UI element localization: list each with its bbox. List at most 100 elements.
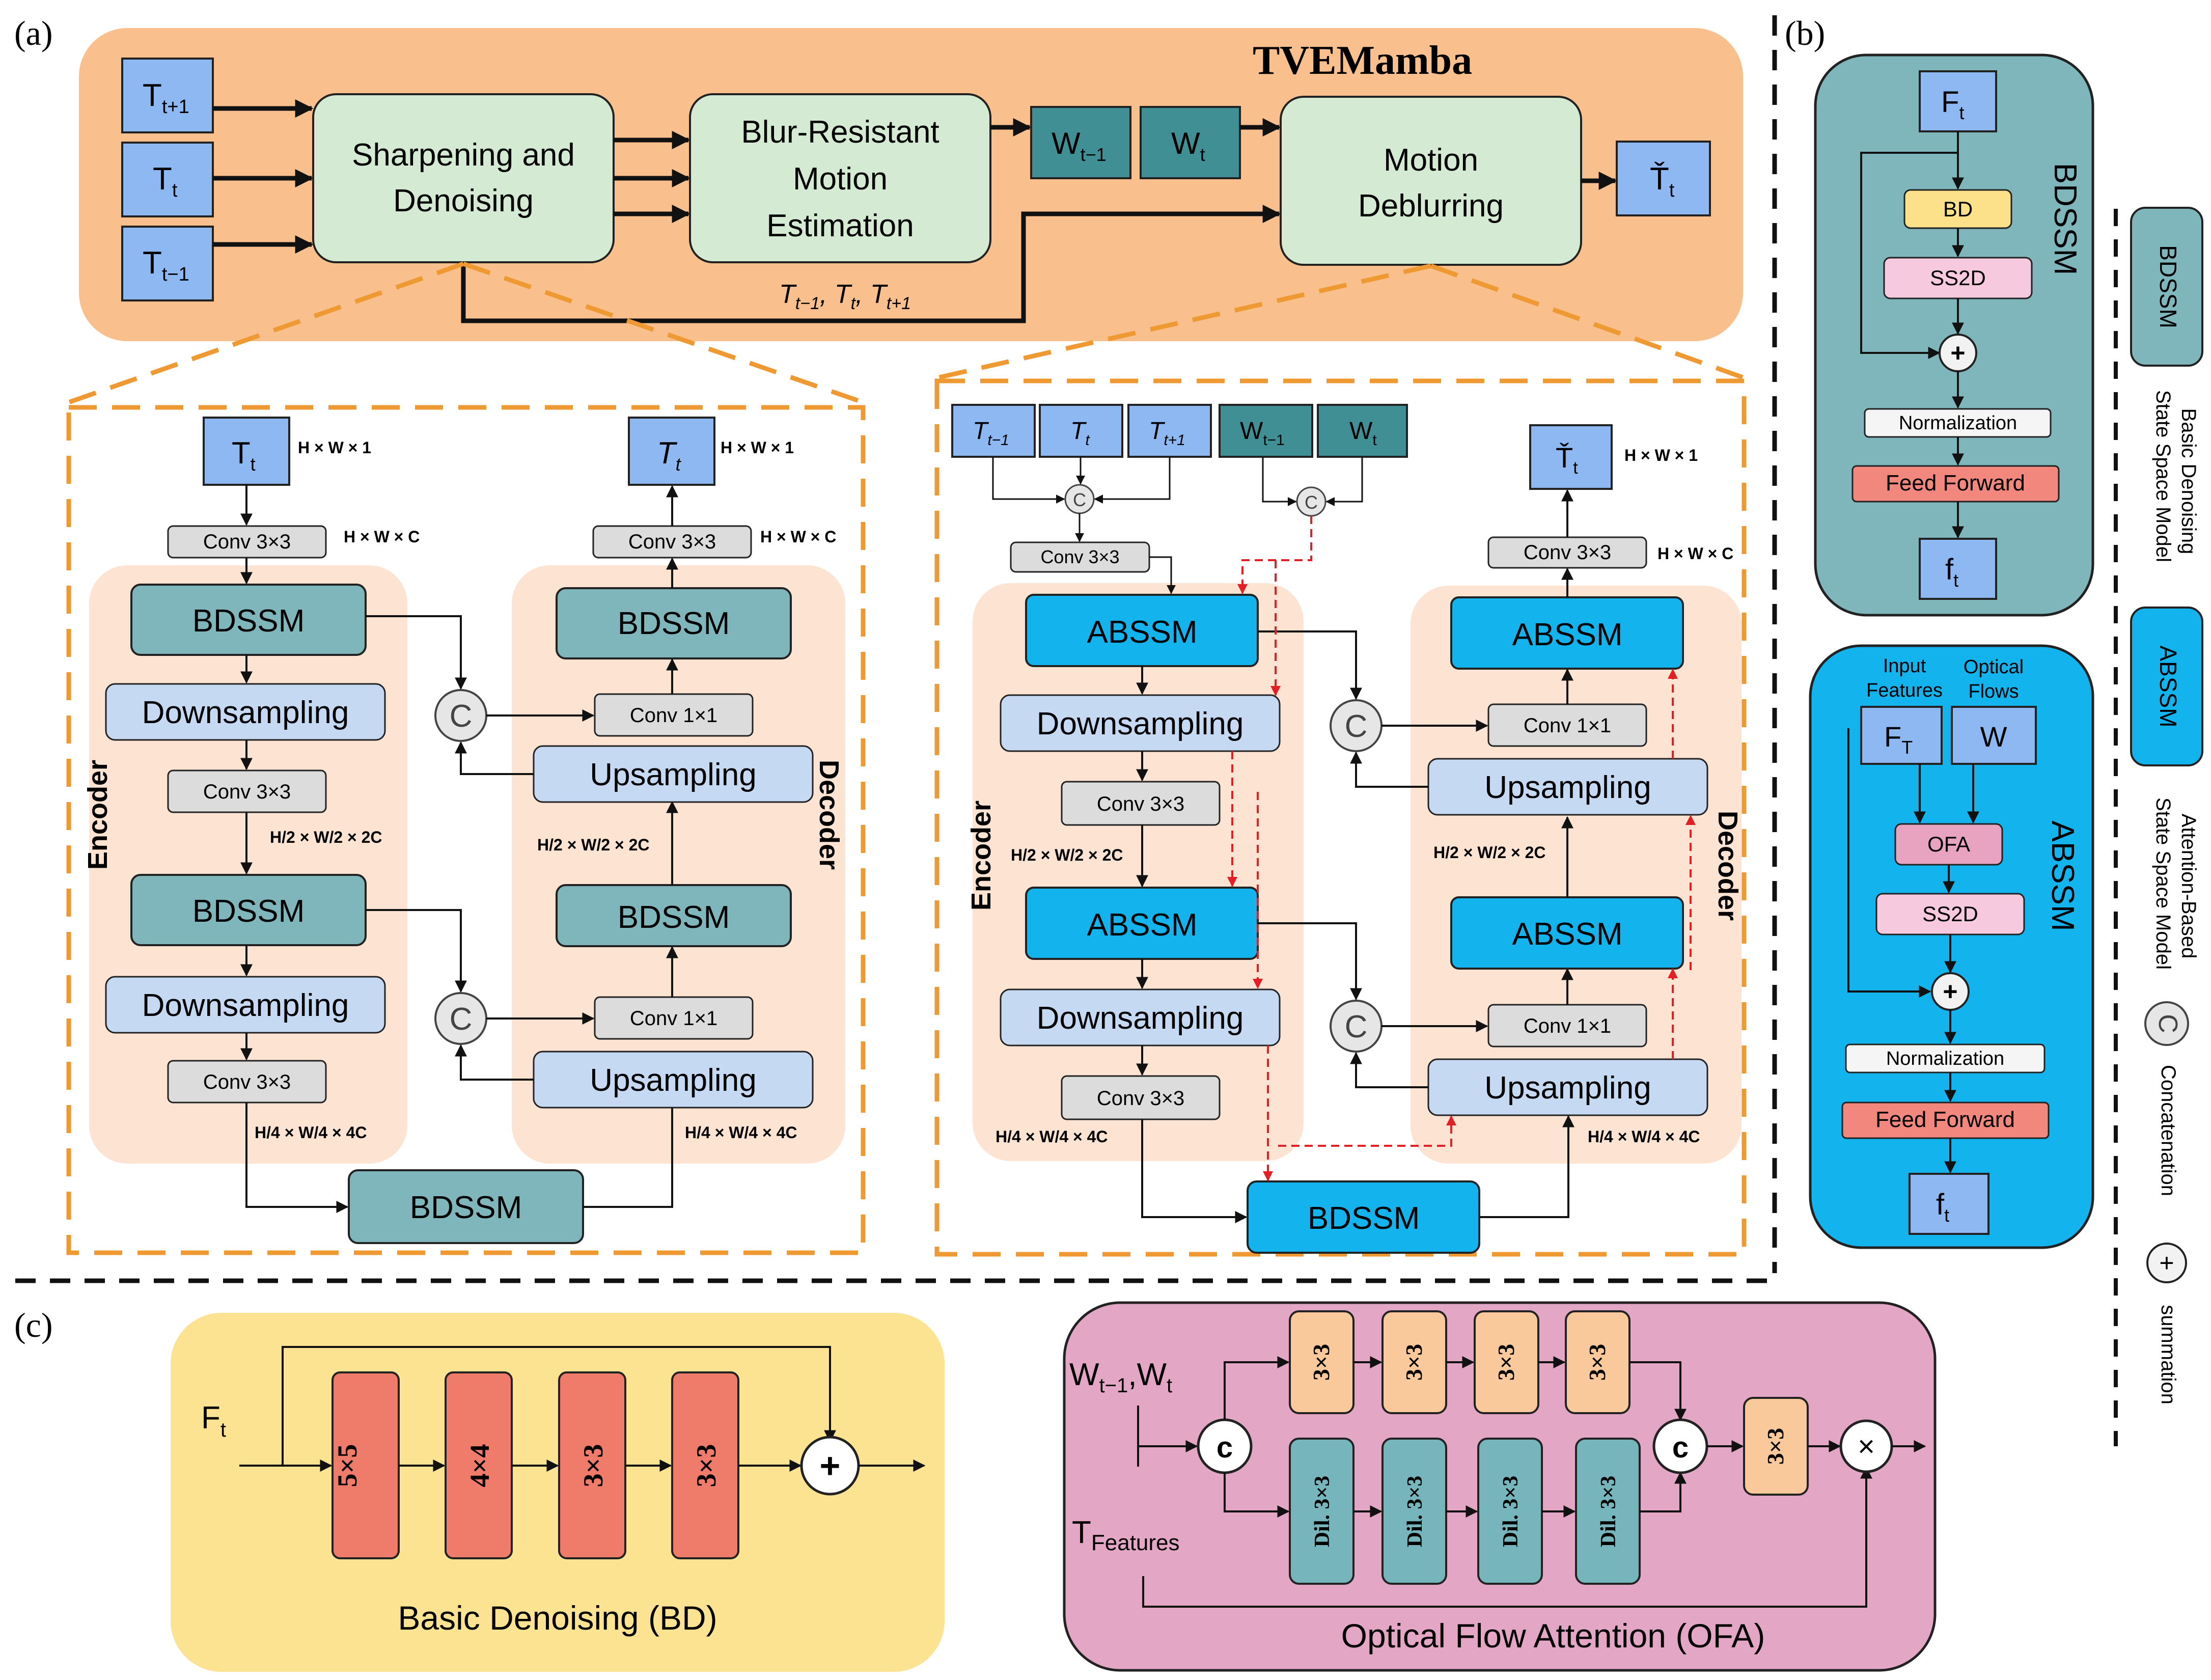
left-conv3-out-label: Conv 3×3 — [628, 531, 716, 553]
svg-text:Tt+1: Tt+1 — [1149, 418, 1185, 449]
right-input-t-label: T — [1070, 418, 1087, 445]
right-input-t-sub: t — [1085, 432, 1090, 449]
right-up-1-label: Upsampling — [1484, 770, 1651, 805]
right-up-2-label: Upsampling — [1484, 1070, 1651, 1106]
input-frame-t-minus — [121, 226, 214, 301]
right-w-prev-sub: t−1 — [1263, 432, 1285, 449]
right-conv3-in-label: Conv 3×3 — [1040, 546, 1119, 567]
svg-text:Wt−1: Wt−1 — [1052, 126, 1107, 165]
left-conv3-in-label: Conv 3×3 — [203, 531, 291, 553]
svg-text:Tt−1: Tt−1 — [143, 245, 189, 285]
ofa-dil-4-label: Dil. 3×3 — [1597, 1476, 1620, 1548]
left-conv3-3-label: Conv 3×3 — [203, 1071, 291, 1093]
right-conv3-out-label: Conv 3×3 — [1524, 541, 1611, 564]
right-abssm-3-label: ABSSM — [1512, 917, 1622, 952]
abssm-detail-title: ABSSM — [2045, 820, 2080, 931]
right-w-prev — [1219, 404, 1313, 458]
right-w-cur — [1317, 404, 1408, 458]
abssm-ft — [1860, 706, 1943, 765]
right-encoder-bg — [973, 583, 1304, 1161]
input-frame-t-plus-label: T — [143, 78, 162, 113]
right-input-t-plus — [1127, 404, 1212, 458]
bdssm-output-label: f — [1945, 553, 1954, 586]
ofa-top-k3-label: 3×3 — [1493, 1344, 1519, 1381]
abssm-detail-bg — [1809, 644, 2094, 1249]
ofa-caption: Optical Flow Attention (OFA) — [1341, 1617, 1765, 1655]
svg-text:Tt: Tt — [232, 436, 256, 475]
abssm-ofa-label: OFA — [1927, 832, 1970, 856]
svg-text:Tt: Tt — [657, 436, 682, 475]
right-down-2 — [1000, 988, 1281, 1046]
right-input-t-minus — [951, 404, 1036, 458]
abssm-ff-label: Feed Forward — [1875, 1107, 2015, 1132]
right-w-cur-label: W — [1349, 418, 1373, 445]
ofa-top-k4-label: 3×3 — [1584, 1344, 1610, 1381]
abssm-output — [1909, 1173, 1989, 1235]
right-down-1 — [1000, 694, 1281, 752]
right-decoder-label: Decoder — [1712, 811, 1743, 921]
svg-text:Wt−1: Wt−1 — [1240, 418, 1285, 449]
left-conv1-1-label: Conv 1×1 — [630, 704, 717, 727]
output-frame-sub: t — [1669, 180, 1675, 201]
bypass-frames-sub-3: t+1 — [887, 294, 911, 313]
abssm-input-features-1: Input — [1883, 655, 1926, 677]
abssm-w — [1951, 706, 2037, 765]
legend-bdssm-desc-2: State Space Model — [2152, 390, 2174, 562]
abssm-sum-label: + — [1943, 977, 1957, 1006]
right-input-t-plus-sub: t+1 — [1164, 432, 1185, 449]
bdssm-bd-label: BD — [1943, 197, 1973, 221]
left-output-sub: t — [676, 454, 682, 475]
right-input-t — [1039, 404, 1123, 458]
svg-text:Wt: Wt — [1171, 126, 1205, 165]
right-conv3-3-label: Conv 3×3 — [1097, 1087, 1184, 1110]
sharpening-denoising-line1: Sharpening and — [352, 137, 575, 173]
right-concat-2-label: C — [1345, 1009, 1368, 1044]
right-dim-h4-dec: H/4 × W/4 × 4C — [1588, 1127, 1700, 1146]
abssm-ft-sub: T — [1901, 737, 1913, 758]
ofa-w2-sub: t — [1167, 1374, 1172, 1397]
motion-deblurring-line2: Deblurring — [1358, 188, 1504, 224]
bypass-frames-label-3: T — [870, 280, 888, 309]
legend-sum-desc: summation — [2157, 1305, 2179, 1404]
right-abssm-1-label: ABSSM — [1087, 615, 1197, 650]
ofa-concat-2-label: c — [1672, 1431, 1689, 1464]
ofa-top-k1-label: 3×3 — [1308, 1344, 1334, 1381]
left-output-label: T — [657, 436, 678, 470]
legend-abssm-label: ABSSM — [2155, 645, 2181, 727]
bdssm-input — [1919, 70, 1997, 132]
left-conv1-2-label: Conv 1×1 — [630, 1007, 717, 1030]
output-frame — [1616, 141, 1711, 216]
right-output-sub: t — [1573, 458, 1578, 478]
right-abssm-4-label: ABSSM — [1512, 617, 1622, 652]
ofa-w-label: W — [1069, 1357, 1099, 1392]
blur-resistant-motion-estimation-block — [689, 93, 991, 263]
right-conv3-3 — [1061, 1075, 1221, 1120]
right-conv1-2-label: Conv 1×1 — [1524, 1015, 1611, 1037]
left-dim-h2-enc: H/2 × W/2 × 2C — [270, 828, 382, 846]
svg-text:Ft: Ft — [1941, 86, 1964, 123]
ofa-multiply-label: × — [1858, 1430, 1875, 1463]
left-dim-h4-dec: H/4 × W/4 × 4C — [685, 1123, 797, 1142]
left-input-label: T — [232, 436, 251, 470]
right-abssm-2-label: ABSSM — [1087, 907, 1197, 943]
bdssm-sum-label: + — [1950, 339, 1965, 367]
bdssm-ss2d-label: SS2D — [1930, 266, 1986, 290]
left-dim-h4-enc: H/4 × W/4 × 4C — [255, 1123, 367, 1142]
sharpening-denoising-block — [312, 93, 615, 263]
svg-text:TFeatures: TFeatures — [1072, 1515, 1180, 1555]
output-frame-label: Ť — [1650, 161, 1669, 197]
abssm-w-label: W — [1980, 721, 2007, 753]
abssm-ff — [1841, 1101, 2050, 1139]
ofa-t-label: T — [1072, 1515, 1091, 1550]
ofa-final-k-label: 3×3 — [1762, 1428, 1788, 1465]
panel-label-a: (a) — [14, 14, 52, 52]
bd-sum-label: + — [820, 1446, 841, 1485]
svg-text:Tt+1: Tt+1 — [143, 78, 189, 118]
left-bdssm-1-label: BDSSM — [192, 603, 305, 639]
legend-sum-symbol: + — [2159, 1249, 2174, 1277]
left-bdssm-4-label: BDSSM — [618, 606, 730, 641]
bypass-frames-sub-1: t−1 — [795, 294, 820, 313]
bypass-frames-label-2: T — [835, 280, 852, 309]
legend-bdssm-label: BDSSM — [2155, 245, 2181, 328]
abssm-norm-label: Normalization — [1886, 1048, 2004, 1069]
